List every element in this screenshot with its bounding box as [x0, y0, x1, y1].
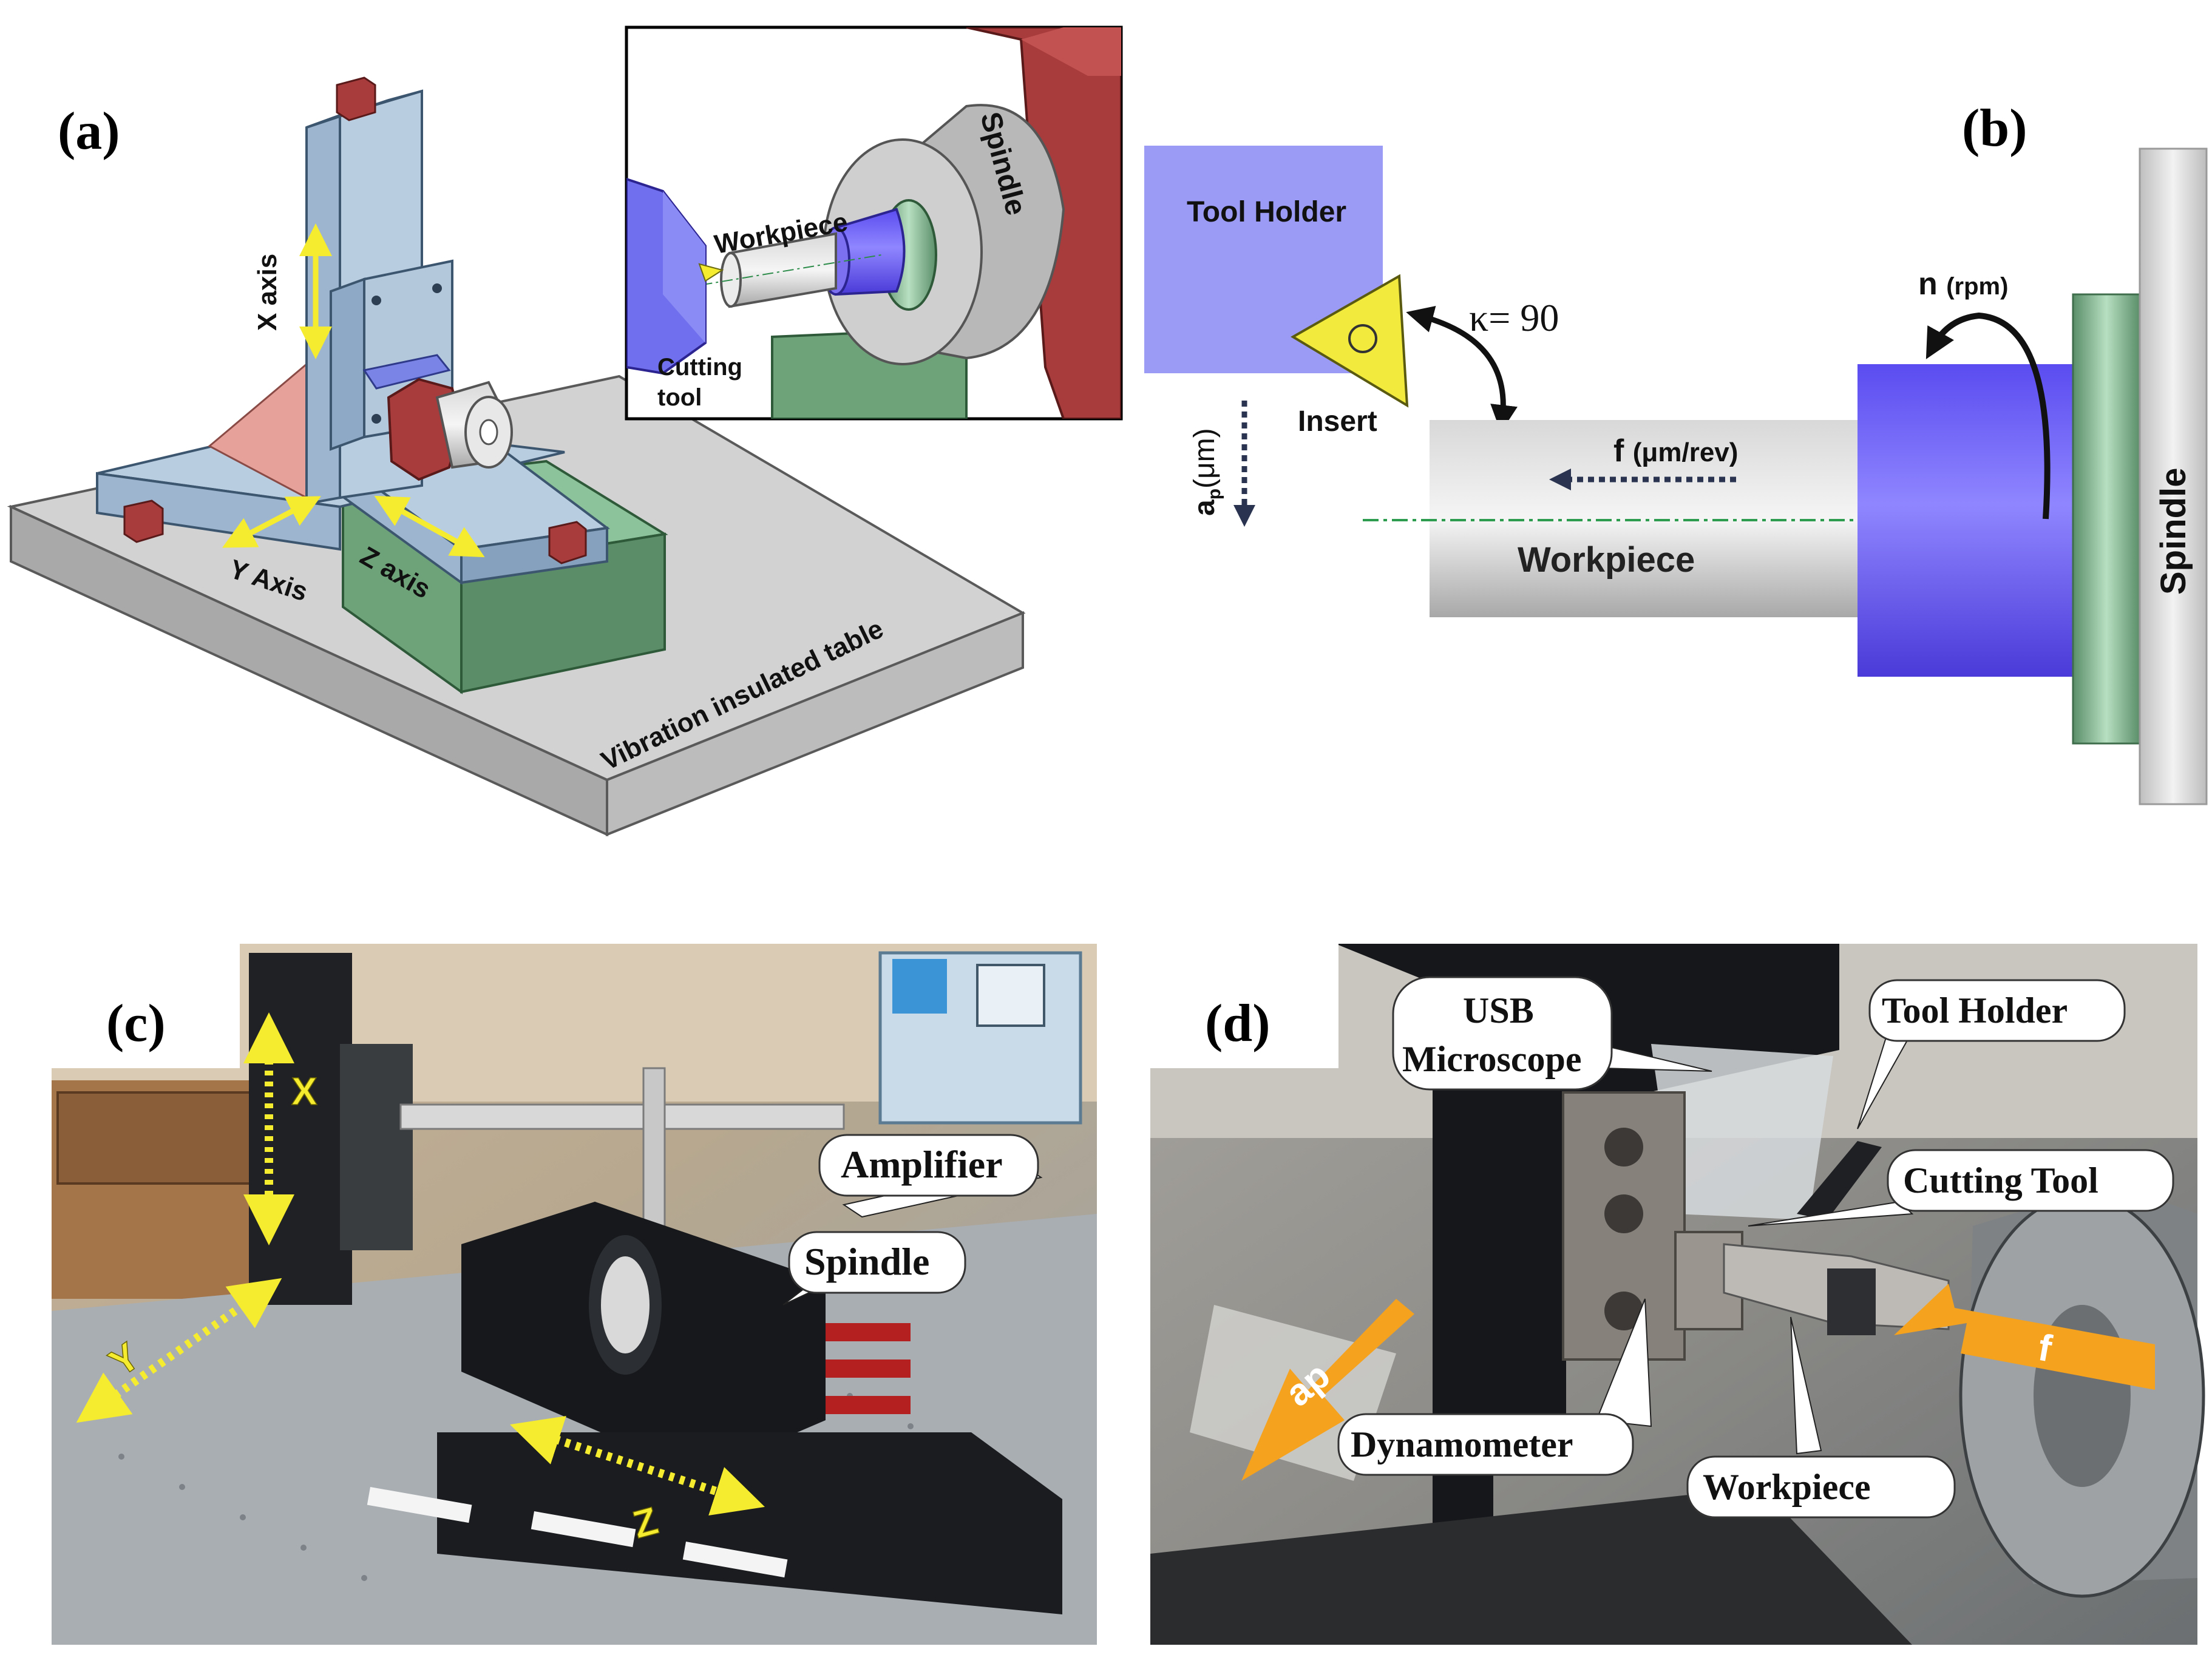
svg-text:Amplifier: Amplifier: [841, 1143, 1003, 1186]
c-y-arrow: [76, 1278, 282, 1423]
ap-label: ap(μm): [1189, 428, 1224, 516]
panel-d: (d) USB Microscope Tool Holder Cutting T…: [1150, 944, 2205, 1645]
dynamometer-callout: Dynamometer: [1337, 1298, 1652, 1476]
svg-text:Workpiece: Workpiece: [1703, 1467, 1871, 1507]
tool-holder-block: [362, 354, 451, 390]
kappa-arrow: [1406, 305, 1518, 433]
b-insert-label: Insert: [1298, 405, 1377, 438]
svg-text:ap(μm): ap(μm): [1189, 428, 1224, 516]
kappa-label: κ= 90: [1469, 296, 1559, 339]
b-spindle-label: Spindle: [2154, 468, 2193, 595]
svg-text:Dynamometer: Dynamometer: [1351, 1424, 1573, 1465]
n-label: n (rpm): [1918, 266, 2008, 302]
panel-b: (b) Tool Holder Insert κ= 90 ap(μm) Work…: [1144, 99, 2208, 805]
b-flange: [2072, 293, 2141, 745]
b-tool-holder-label: Tool Holder: [1187, 196, 1346, 228]
panel-d-label: (d): [1205, 994, 1271, 1053]
svg-text:Spindle: Spindle: [804, 1240, 929, 1283]
y-axis-arrow: [222, 496, 321, 548]
svg-text:Microscope: Microscope: [1402, 1039, 1581, 1079]
panel-b-label: (b): [1962, 99, 2027, 158]
a-spindle: [387, 378, 513, 481]
c-x-label: X: [291, 1069, 317, 1113]
inset-tool-label: tool: [657, 384, 702, 411]
tool-holder-callout: Tool Holder: [1857, 979, 2126, 1129]
panel-c: (c) Amplifier Spindle X Y Z: [52, 944, 1097, 1645]
b-spindle: [2139, 147, 2208, 805]
amplifier-callout: Amplifier: [818, 1134, 1043, 1218]
f-label: f (μm/rev): [1613, 433, 1738, 469]
svg-text:USB: USB: [1463, 990, 1534, 1031]
panel-a-label: (a): [58, 102, 120, 161]
b-workpiece-label: Workpiece: [1518, 540, 1695, 580]
svg-text:Cutting Tool: Cutting Tool: [1903, 1160, 2098, 1200]
usb-microscope-callout: USB Microscope: [1392, 976, 1712, 1091]
x-axis-label: X axis: [253, 254, 282, 331]
f-orange-arrow: f: [1894, 1284, 2155, 1390]
panel-c-label: (c): [106, 994, 166, 1053]
panel-a: (a): [7, 76, 1026, 837]
b-workpiece: [1430, 420, 1857, 617]
cutting-tool-callout: Cutting Tool: [1748, 1149, 2174, 1227]
b-chuck: [1857, 364, 2073, 677]
z-axis-arrow: [374, 495, 485, 558]
panel-a-inset: Spindle Workpiece Cutting tool: [625, 25, 1123, 421]
rotation-arrow: [1925, 312, 2051, 520]
spindle-callout: Spindle: [782, 1231, 966, 1305]
vibration-table-side: [606, 611, 1024, 836]
inset-cutting-label: Cutting: [657, 354, 742, 381]
svg-text:Tool Holder: Tool Holder: [1882, 990, 2068, 1031]
red-caps: [123, 76, 587, 564]
c-z-arrow: [510, 1415, 765, 1516]
workpiece-callout: Workpiece: [1686, 1316, 1956, 1519]
x-carriage-front: [330, 277, 365, 451]
